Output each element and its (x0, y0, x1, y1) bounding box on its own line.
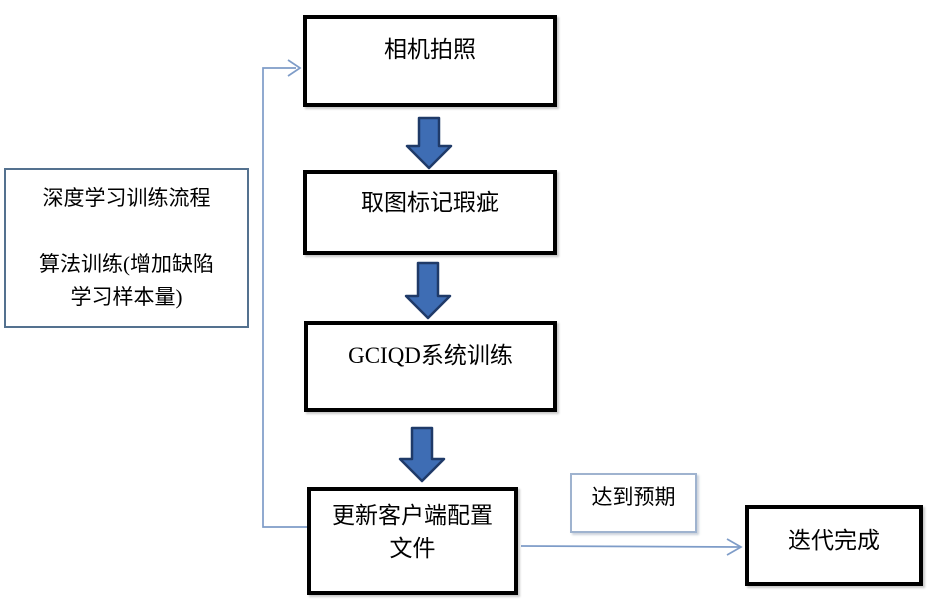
step-iteration-done: 迭代完成 (745, 505, 923, 586)
step-iteration-done-label: 迭代完成 (788, 528, 880, 553)
step-camera-capture-label: 相机拍照 (384, 37, 476, 62)
loopback-arrowhead-icon (287, 59, 302, 77)
loopback-connector-line (262, 67, 307, 528)
step-gciqd-training: GCIQD系统训练 (304, 321, 557, 412)
down-block-arrow-1-icon (405, 116, 453, 170)
overview-spacer (6, 215, 247, 248)
overview-box: 深度学习训练流程 算法训练(增加缺陷 学习样本量) (4, 168, 249, 328)
done-connector-line (520, 545, 741, 548)
overview-line3: 学习样本量) (70, 285, 183, 309)
step-update-client-config: 更新客户端配置 文件 (307, 487, 518, 595)
step-camera-capture: 相机拍照 (303, 15, 557, 107)
overview-line2: 算法训练(增加缺陷 (39, 252, 214, 276)
step-update-client-config-line2: 文件 (389, 536, 436, 561)
condition-expectation-met: 达到预期 (570, 473, 697, 533)
step-update-client-config-line1: 更新客户端配置 (332, 503, 493, 528)
down-block-arrow-3-icon (398, 426, 446, 483)
overview-line1: 深度学习训练流程 (42, 186, 211, 210)
down-block-arrow-2-icon (404, 261, 452, 320)
condition-expectation-met-label: 达到预期 (591, 485, 676, 509)
step-mark-defects-label: 取图标记瑕疵 (361, 190, 499, 215)
step-mark-defects: 取图标记瑕疵 (303, 170, 557, 255)
step-gciqd-training-label: GCIQD系统训练 (348, 343, 513, 368)
done-arrowhead-icon (726, 538, 743, 556)
